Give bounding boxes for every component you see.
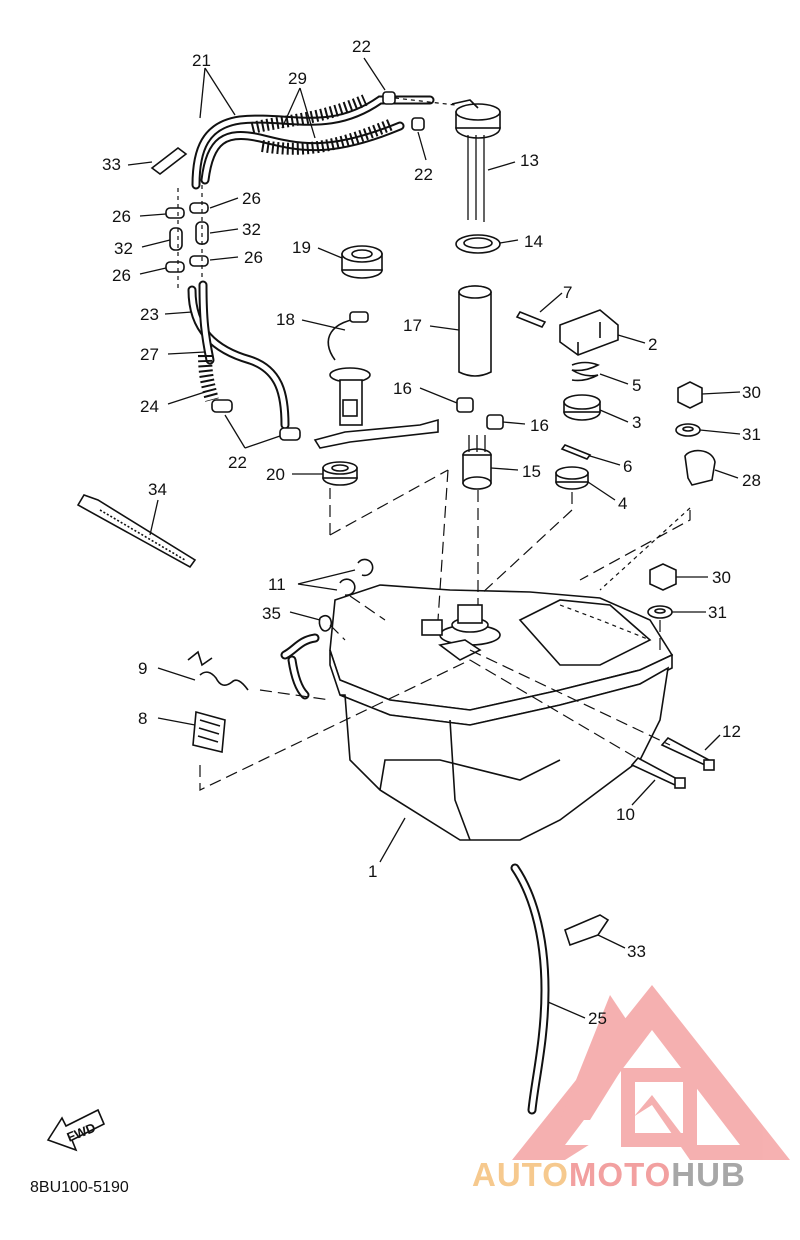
callout-21: 21 [192, 51, 211, 70]
bolt-10 [630, 756, 686, 789]
callout-13: 13 [520, 151, 539, 170]
breather-hoses-21 [191, 95, 435, 190]
callout-labels: 21 29 22 22 13 33 26 26 32 32 26 26 19 1… [102, 37, 761, 1028]
holder-3 [563, 394, 601, 421]
callout-17: 17 [403, 316, 422, 335]
watermark-auto: AUTO [472, 1156, 569, 1193]
clip-6 [560, 444, 592, 460]
spring-9 [187, 650, 249, 691]
callout-33b: 33 [627, 942, 646, 961]
callout-11: 11 [268, 575, 286, 594]
grommet-16-left [456, 397, 474, 413]
gasket-ring-14 [455, 234, 501, 254]
damper-8 [192, 710, 226, 753]
watermark-hub: HUB [671, 1156, 746, 1193]
callout-18: 18 [276, 310, 295, 329]
callout-6: 6 [623, 457, 632, 476]
clamps-26-joints-32 [165, 185, 209, 290]
circlips-11 [339, 558, 374, 596]
leader-lines [127, 57, 741, 1019]
fuel-filter-15 [462, 435, 492, 490]
callout-25: 25 [588, 1009, 607, 1028]
callout-30b: 30 [712, 568, 731, 587]
callout-1: 1 [368, 862, 377, 881]
callout-20: 20 [266, 465, 285, 484]
callout-22c: 22 [228, 453, 247, 472]
callout-14: 14 [524, 232, 543, 251]
grommet-20 [322, 461, 358, 486]
callout-30a: 30 [742, 383, 761, 402]
callout-26d: 26 [244, 248, 263, 267]
diagram-code: 8BU100-5190 [30, 1179, 129, 1196]
callout-16b: 16 [530, 416, 549, 435]
washer-31-lower [647, 605, 673, 619]
callout-19: 19 [292, 238, 311, 257]
callout-9: 9 [138, 659, 147, 678]
corrugated-hose-24 [198, 354, 219, 402]
fuel-sender-18 [313, 311, 439, 449]
bracket-28 [599, 449, 716, 591]
callout-3: 3 [632, 413, 641, 432]
callout-10: 10 [616, 805, 635, 824]
clip-35 [318, 614, 332, 632]
callout-29: 29 [288, 69, 307, 88]
callout-5: 5 [632, 376, 641, 395]
forward-arrow-icon: FWD [46, 1108, 106, 1152]
grommet-16-right [486, 414, 504, 430]
callout-22a: 22 [352, 37, 371, 56]
callout-23: 23 [140, 305, 159, 324]
clip-33-top [150, 146, 188, 176]
clip-33-lower [564, 914, 610, 947]
callout-33a: 33 [102, 155, 121, 174]
callout-32a: 32 [114, 239, 133, 258]
callout-28: 28 [742, 471, 761, 490]
damper-4 [555, 466, 589, 490]
watermark-logo [512, 985, 790, 1160]
callout-16a: 16 [393, 379, 412, 398]
callout-34: 34 [148, 480, 167, 499]
drain-hose-25 [510, 863, 550, 1115]
bracket-2 [559, 309, 619, 356]
callout-32b: 32 [242, 220, 261, 239]
callout-35: 35 [262, 604, 281, 623]
callout-26b: 26 [242, 189, 261, 208]
svg-text:AUTOMOTOHUB: AUTOMOTOHUB [472, 1156, 746, 1193]
pin-7 [515, 311, 547, 328]
nut-30-lower [649, 563, 677, 591]
callout-15: 15 [522, 462, 541, 481]
hose-clips-22-lower [211, 399, 301, 441]
callout-31a: 31 [742, 425, 761, 444]
hose-clip-22-top [382, 91, 456, 131]
callout-26a: 26 [112, 207, 131, 226]
nut-30-upper [677, 381, 703, 409]
hoses-23-27 [187, 280, 290, 430]
fuel-gauge-13 [451, 99, 501, 222]
callout-8: 8 [138, 709, 147, 728]
watermark-text: AUTOMOTOHUB [472, 1156, 746, 1193]
callout-4: 4 [618, 494, 627, 513]
bolt-12 [660, 736, 715, 771]
fuel-tank-1 [280, 584, 674, 841]
protector-hoses-29 [250, 94, 395, 155]
washer-31-upper [675, 423, 701, 437]
callout-26c: 26 [112, 266, 131, 285]
callout-24: 24 [140, 397, 159, 416]
band-34 [76, 494, 197, 569]
callout-27: 27 [140, 345, 159, 364]
spring-5 [571, 361, 600, 382]
callout-2: 2 [648, 335, 657, 354]
watermark-moto: MOTO [569, 1156, 671, 1193]
callout-7: 7 [563, 283, 572, 302]
damper-19 [341, 245, 383, 279]
callout-12: 12 [722, 722, 741, 741]
callout-31b: 31 [708, 603, 727, 622]
callout-22b: 22 [414, 165, 433, 184]
pipe-17 [458, 285, 492, 377]
